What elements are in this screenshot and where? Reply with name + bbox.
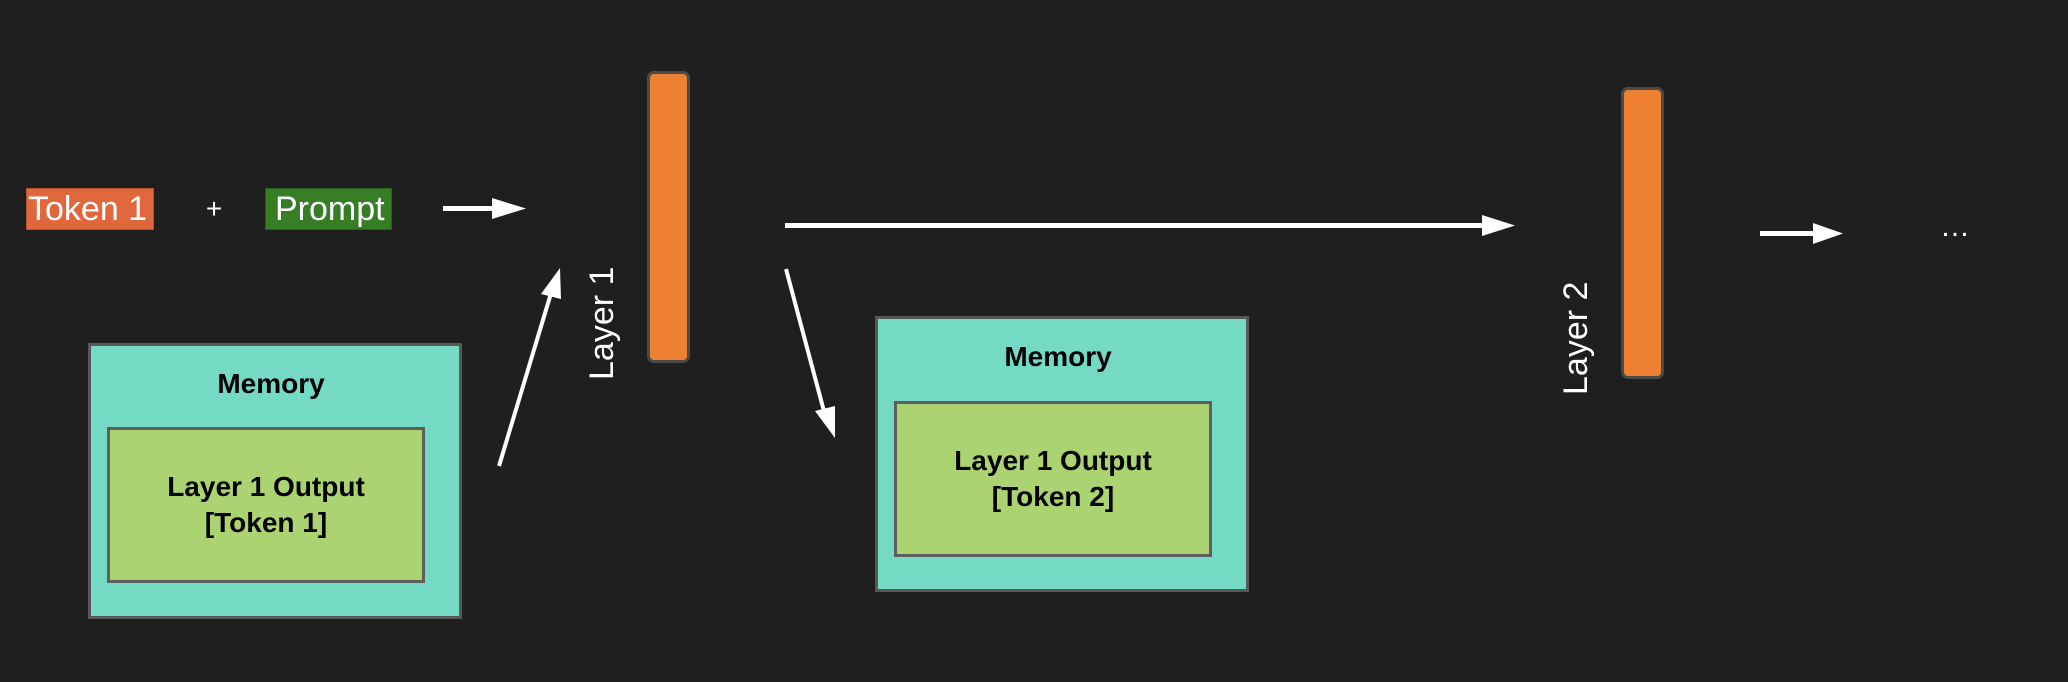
- token-1-box: Token 1: [26, 188, 154, 230]
- token-1-label: Token 1: [28, 190, 148, 228]
- memory-2-title: Memory: [1004, 341, 1112, 372]
- memory-1-output-line1: Layer 1 Output: [167, 471, 365, 502]
- memory-2-box: Memory Layer 1 Output [Token 2]: [875, 316, 1249, 592]
- plus-sign: +: [205, 193, 223, 224]
- arrow-layer-2-to-continuation: [1760, 223, 1843, 244]
- prompt-box: Prompt: [265, 188, 392, 230]
- memory-2-output-line1: Layer 1 Output: [954, 445, 1152, 476]
- memory-2-output-box: Layer 1 Output [Token 2]: [894, 401, 1212, 557]
- arrow-input-to-layer-1: [443, 198, 526, 219]
- memory-1-output-line2: [Token 1]: [204, 507, 328, 538]
- memory-1-title: Memory: [217, 368, 325, 399]
- arrow-memory-1-to-layer-1: [497, 268, 561, 467]
- continuation-ellipsis: …: [1940, 210, 1972, 243]
- layer-1-block: [647, 71, 690, 363]
- layer-2-block: [1621, 87, 1664, 379]
- memory-1-output-box: Layer 1 Output [Token 1]: [107, 427, 425, 583]
- arrow-layer-1-to-layer-2: [785, 215, 1515, 236]
- memory-1-box: Memory Layer 1 Output [Token 1]: [88, 343, 462, 619]
- memory-2-output-line2: [Token 2]: [991, 481, 1115, 512]
- arrow-layer-1-to-memory-2: [784, 268, 835, 438]
- prompt-label: Prompt: [275, 190, 385, 228]
